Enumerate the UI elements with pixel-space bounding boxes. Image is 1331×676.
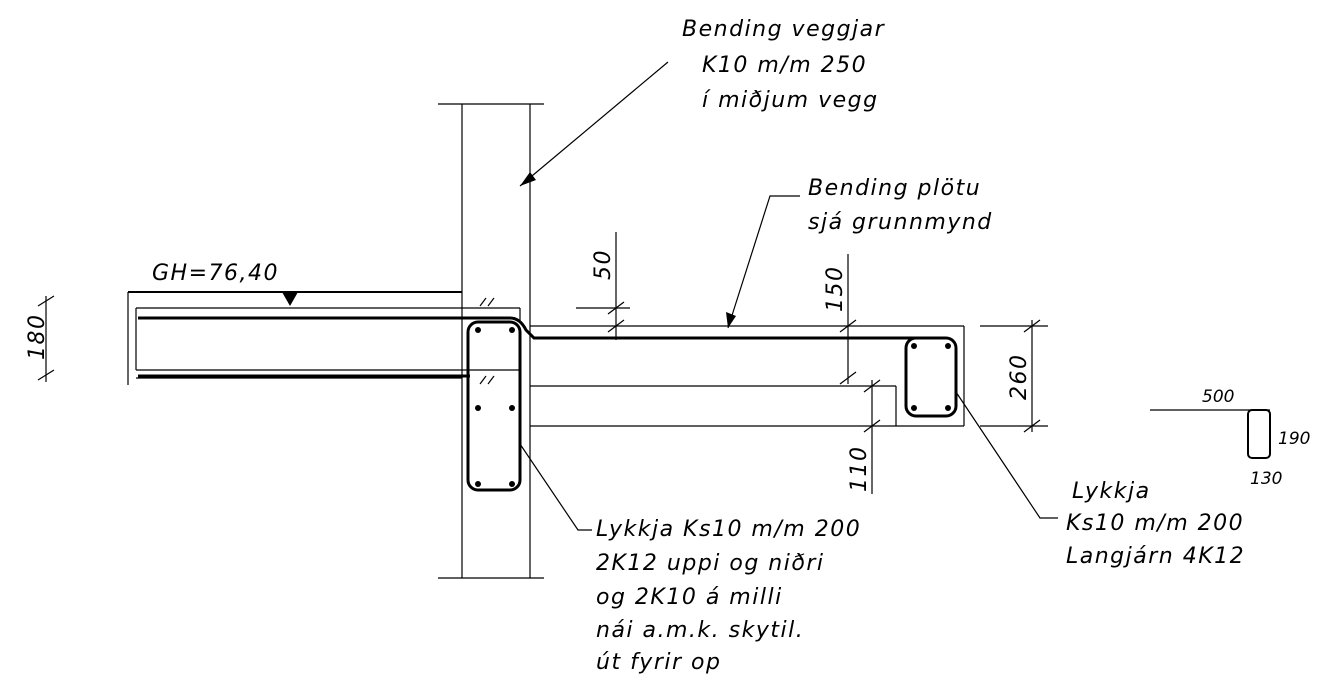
wall-stirrup-note: Lykkja Ks10 m/m 200 2K12 uppi og niðri o… bbox=[519, 443, 861, 675]
bar-width-label: 130 bbox=[1250, 469, 1282, 489]
dim-label-150: 150 bbox=[823, 266, 848, 313]
wall-rebar-line-2: K10 m/m 250 bbox=[702, 53, 867, 78]
wall-stirrup-line-3: og 2K10 á milli bbox=[596, 585, 783, 610]
slab-rebar bbox=[138, 297, 945, 385]
ground-level-marker: GH=76,40 bbox=[128, 261, 300, 306]
arrowhead-icon bbox=[520, 172, 536, 186]
slab-rebar-note: Bending plötu sjá grunnmynd bbox=[726, 176, 993, 329]
slab-rebar-line-1: Bending plötu bbox=[808, 176, 981, 201]
wall-stirrup-line-2: 2K12 uppi og niðri bbox=[596, 551, 824, 576]
arrowhead-icon bbox=[726, 312, 736, 328]
bar-shape-schedule: 500 190 130 bbox=[1150, 387, 1310, 489]
wall-stirrup bbox=[466, 320, 522, 492]
dim-label-50: 50 bbox=[591, 249, 616, 280]
beam-stirrup-line-2: Ks10 m/m 200 bbox=[1066, 511, 1244, 536]
dim-beam-depth: 260 bbox=[980, 319, 1048, 433]
wall-rebar-note: Bending veggjar K10 m/m 250 í miðjum veg… bbox=[519, 17, 886, 187]
dim-top-cover: 50 bbox=[576, 232, 630, 340]
beam-stirrup-line-1: Lykkja bbox=[1072, 479, 1151, 504]
dim-slab-thickness: 180 bbox=[25, 295, 55, 382]
wall-section bbox=[438, 103, 544, 579]
dim-label-260: 260 bbox=[1007, 354, 1032, 401]
wall-rebar-line-3: í miðjum vegg bbox=[702, 88, 879, 113]
beam-stirrup-line-3: Langjárn 4K12 bbox=[1066, 544, 1245, 569]
floor-slab bbox=[127, 291, 521, 385]
wall-stirrup-line-5: út fyrir op bbox=[596, 650, 721, 675]
dim-label-180: 180 bbox=[25, 314, 50, 361]
beam-stirrup-note: Lykkja Ks10 m/m 200 Langjárn 4K12 bbox=[955, 391, 1245, 569]
dim-lower-depth: 110 bbox=[847, 379, 881, 494]
slab-rebar-line-2: sjá grunnmynd bbox=[808, 210, 993, 235]
beam-stirrup bbox=[904, 336, 958, 418]
beam-section bbox=[530, 325, 965, 427]
wall-stirrup-line-4: nái a.m.k. skytil. bbox=[596, 618, 804, 643]
bar-length-label: 500 bbox=[1202, 387, 1234, 407]
wall-rebar-line-1: Bending veggjar bbox=[682, 17, 886, 42]
dim-upper-depth: 150 bbox=[823, 254, 857, 385]
bar-height-label: 190 bbox=[1278, 429, 1310, 449]
level-triangle-icon bbox=[282, 292, 298, 306]
ground-level-label: GH=76,40 bbox=[152, 261, 279, 286]
dim-label-110: 110 bbox=[847, 446, 872, 493]
wall-stirrup-line-1: Lykkja Ks10 m/m 200 bbox=[596, 517, 861, 542]
